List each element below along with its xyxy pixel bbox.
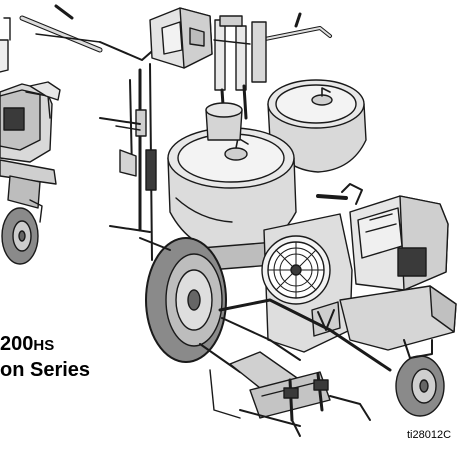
figure-id-label: ti28012C xyxy=(407,429,452,441)
series-caption: on Series xyxy=(0,359,91,381)
model-suffix: HS xyxy=(33,337,55,354)
model-number: 200 xyxy=(0,333,34,355)
model-caption: 200HS xyxy=(0,333,54,356)
left-partial-machine xyxy=(0,17,61,265)
right-main-machine xyxy=(19,4,457,437)
